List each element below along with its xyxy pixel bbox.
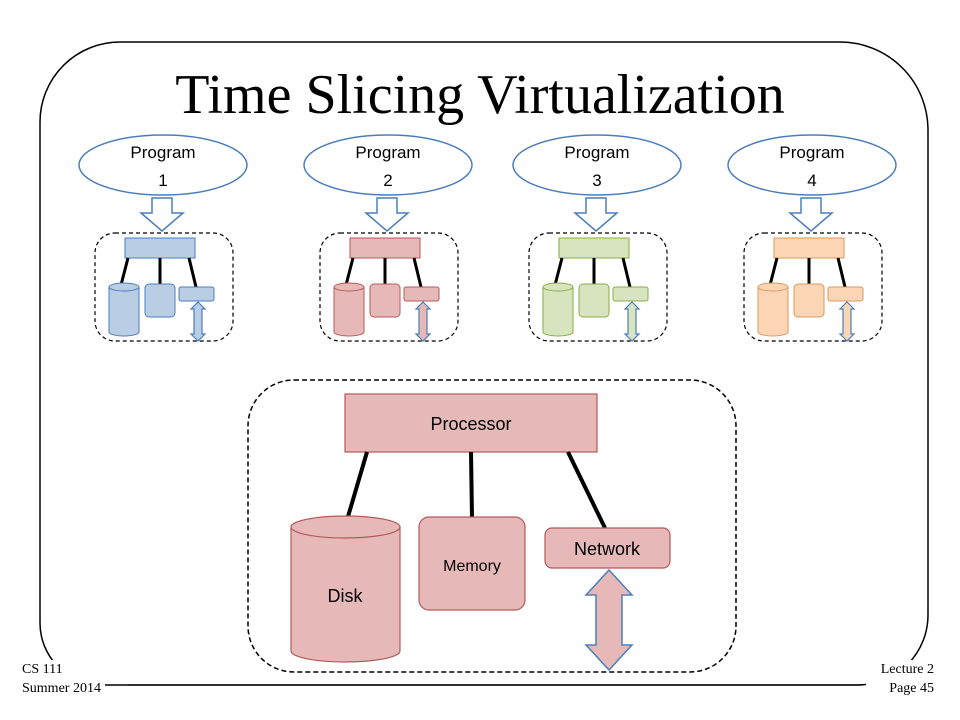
footer-lecture: Lecture 2 (880, 662, 934, 677)
connector-line (345, 451, 369, 521)
mini-disk (333, 282, 365, 337)
connector-line (469, 451, 474, 519)
mini-double-arrow-icon (838, 301, 856, 342)
mini-double-arrow-icon (189, 301, 207, 342)
program-label-line2: 2 (383, 171, 392, 190)
down-arrow-icon (363, 197, 411, 232)
network-double-arrow-icon (584, 568, 634, 672)
page-title: Time Slicing Virtualization (175, 64, 785, 126)
mini-memory (369, 283, 401, 318)
mini-processor (558, 237, 630, 259)
mini-memory (578, 283, 610, 318)
connector-line (553, 257, 564, 286)
virtual-machine-box (319, 232, 459, 342)
connector-line (621, 257, 632, 288)
program-4-group: Program 4 (727, 134, 897, 342)
connector-line (768, 257, 779, 286)
mini-disk (757, 282, 789, 337)
network-label: Network (574, 539, 641, 559)
program-label-line1: Program (355, 143, 420, 162)
mini-network (612, 286, 649, 302)
mini-disk (108, 282, 140, 337)
physical-machine-box (247, 379, 737, 673)
connector-line (566, 451, 607, 529)
program-ellipse (303, 134, 473, 196)
mini-disk (542, 282, 574, 337)
connector-line (836, 257, 847, 288)
footer-page: Page 45 (889, 681, 934, 696)
program-2-group: Program 2 (303, 134, 473, 342)
down-arrow-icon (138, 197, 186, 232)
network-box (544, 527, 671, 569)
program-ellipse (512, 134, 682, 196)
memory-label: Memory (443, 558, 501, 575)
down-arrow-icon (787, 197, 835, 232)
mini-network (827, 286, 864, 302)
program-ellipse (78, 134, 248, 196)
programs-layer: Program 1 Program 2 Program 3 Program 4 (78, 134, 897, 342)
footer-right: Lecture 2 Page 45 (866, 660, 934, 698)
virtual-machine-box (743, 232, 883, 342)
processor-label: Processor (430, 414, 511, 434)
mini-network (403, 286, 440, 302)
program-ellipse (727, 134, 897, 196)
mini-memory (793, 283, 825, 318)
mini-double-arrow-icon (623, 301, 641, 342)
program-1-group: Program 1 (78, 134, 248, 342)
program-label-line1: Program (779, 143, 844, 162)
footer-left: CS 111 Summer 2014 (22, 660, 105, 698)
mini-processor (349, 237, 421, 259)
mini-memory (144, 283, 176, 318)
program-3-group: Program 3 (512, 134, 682, 342)
disk-cylinder (290, 515, 401, 663)
mini-double-arrow-icon (414, 301, 432, 342)
memory-box (418, 516, 526, 611)
processor-box (344, 393, 598, 453)
footer-course: CS 111 (22, 662, 63, 677)
connector-line (344, 257, 355, 286)
connector-line (187, 257, 198, 288)
program-label-line2: 3 (592, 171, 601, 190)
connector-line (119, 257, 130, 286)
down-arrow-icon (572, 197, 620, 232)
mini-network (178, 286, 215, 302)
connector-line (412, 257, 423, 288)
mini-processor (124, 237, 196, 259)
disk-label: Disk (328, 586, 364, 606)
program-label-line1: Program (130, 143, 195, 162)
footer-term: Summer 2014 (22, 681, 101, 696)
virtual-machine-box (94, 232, 234, 342)
program-label-line2: 1 (158, 171, 167, 190)
program-label-line1: Program (564, 143, 629, 162)
virtual-machine-box (528, 232, 668, 342)
mini-processor (773, 237, 845, 259)
program-label-line2: 4 (807, 171, 816, 190)
